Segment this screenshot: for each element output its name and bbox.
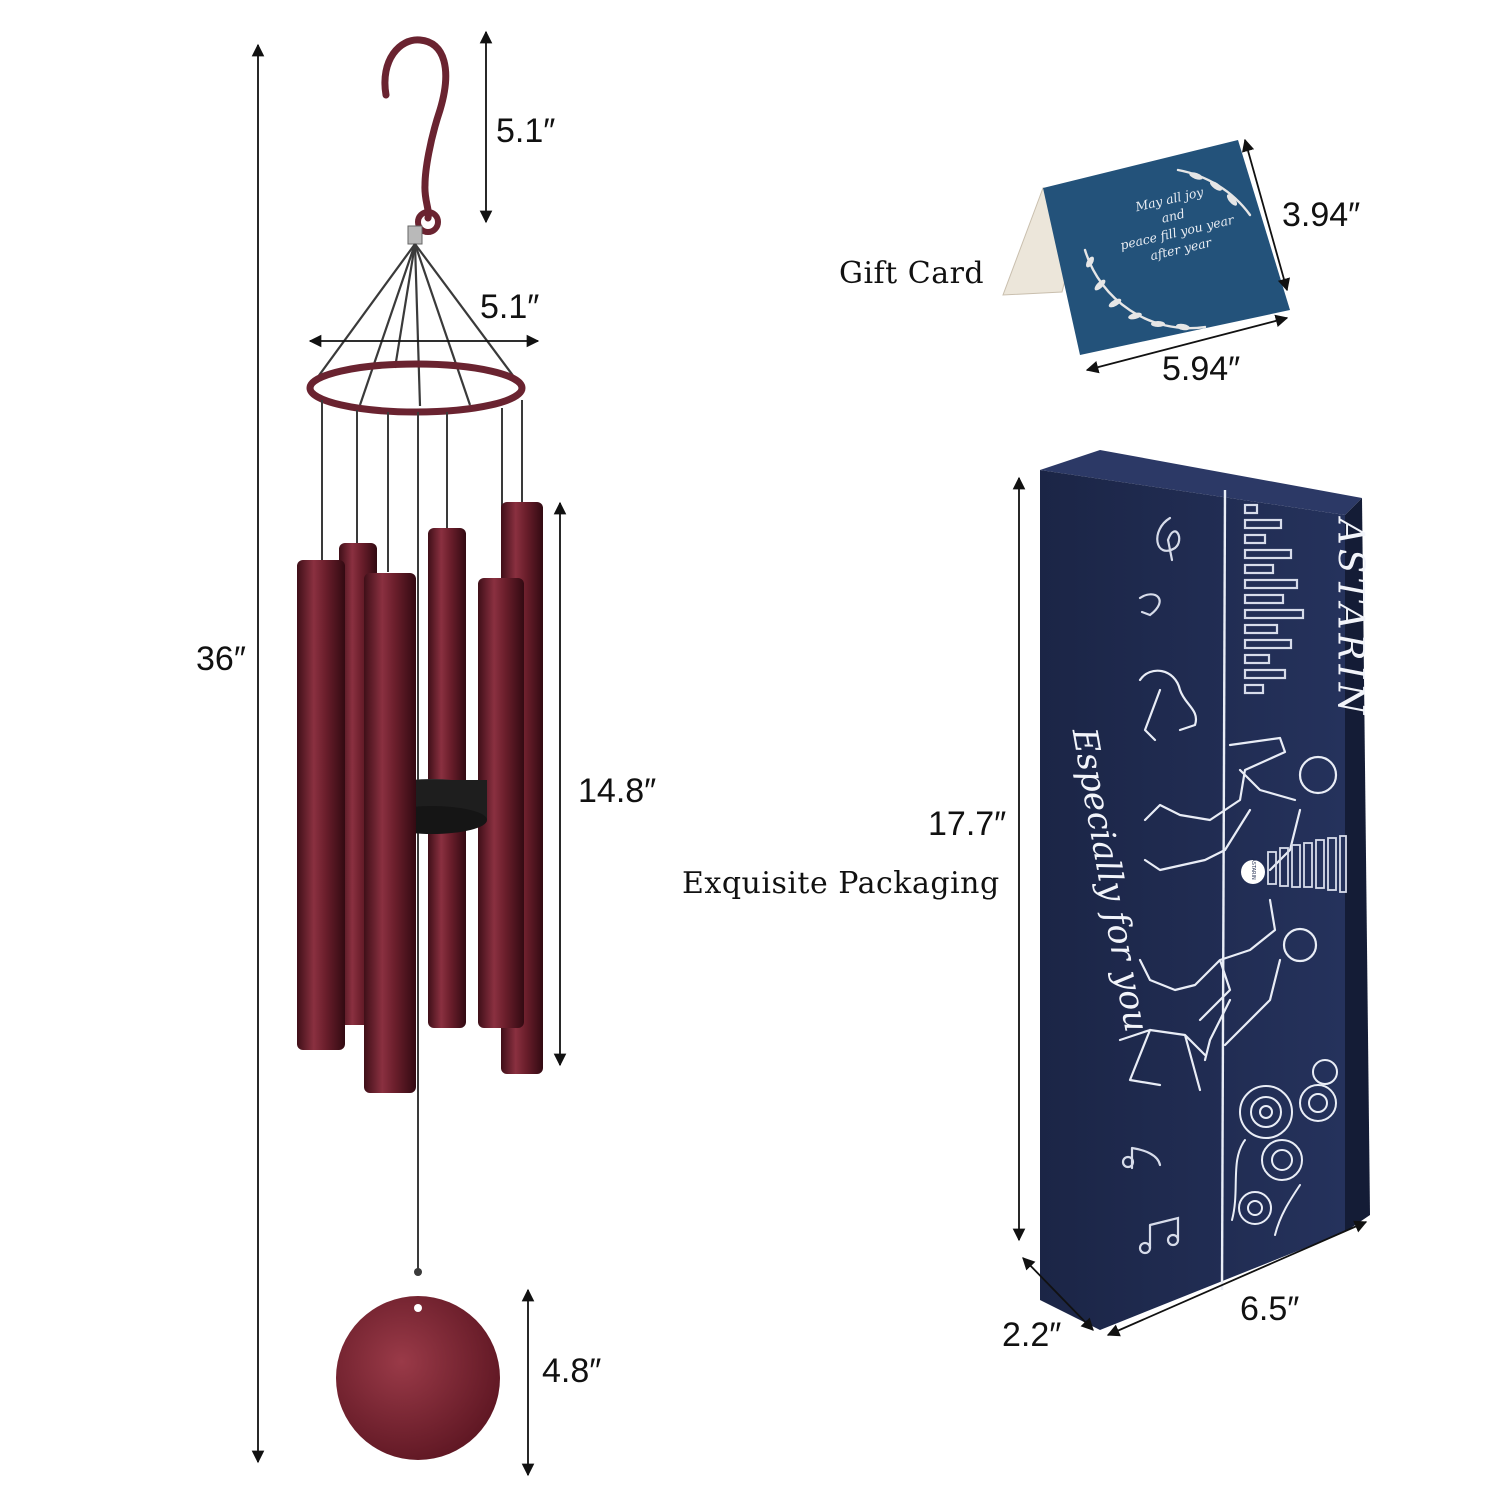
- sound-wave-icon: [1243, 503, 1305, 695]
- ring-diameter-label: 5.1″: [480, 288, 540, 326]
- gift-card-caption: Gift Card: [839, 256, 985, 291]
- card-dimension-lines: [1085, 138, 1291, 374]
- box-dimension-lines: [1012, 476, 1368, 1337]
- line-art-figures: [1118, 669, 1338, 1092]
- card-width-label: 5.94″: [1162, 350, 1241, 388]
- rose-illustration: [1231, 1059, 1338, 1236]
- tube-length-label: 14.8″: [578, 772, 657, 810]
- box-width-label: 6.5″: [1240, 1290, 1300, 1328]
- top-ring: [306, 360, 526, 416]
- s-hook: [381, 36, 450, 222]
- chime-tube: [364, 573, 416, 1093]
- brand-seal-text: ASTARIN: [1250, 858, 1256, 880]
- box-brand-text: ASTARIN: [1329, 518, 1371, 719]
- packaging-caption: Exquisite Packaging: [682, 866, 1000, 901]
- chime-tube: [297, 560, 345, 1050]
- box-depth-label: 2.2″: [1002, 1316, 1062, 1354]
- hook-height-label: 5.1″: [496, 112, 556, 150]
- chime-tube: [428, 528, 466, 1028]
- box-height-label: 17.7″: [928, 805, 1007, 843]
- wind-chime: [297, 36, 543, 1460]
- chime-dimension-lines: [251, 30, 567, 1477]
- wind-sail: [336, 1296, 500, 1460]
- chime-tube: [478, 578, 524, 1028]
- packaging-box-illustration: [1040, 450, 1370, 1330]
- brand-seal: [1241, 860, 1265, 884]
- total-length-label: 36″: [196, 640, 246, 678]
- sail-height-label: 4.8″: [542, 1352, 602, 1390]
- chime-line-art: [1267, 835, 1347, 893]
- card-height-label: 3.94″: [1282, 196, 1361, 234]
